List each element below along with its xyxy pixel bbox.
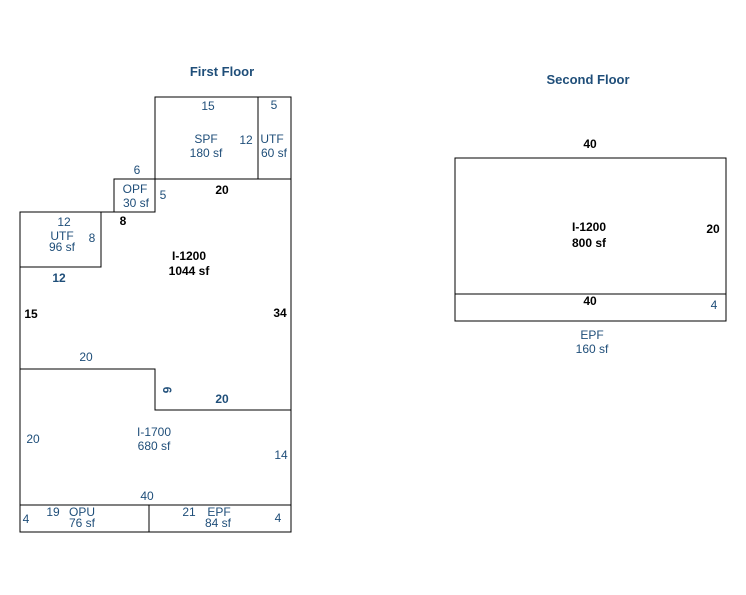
utf-left-top-dim: 12 [57, 215, 71, 229]
opf-right-dim: 5 [160, 188, 167, 202]
lower-left-dim: 20 [26, 432, 40, 446]
second-floor-title: Second Floor [546, 72, 629, 87]
opu-left-dim: 4 [23, 512, 30, 526]
opf-top-dim: 6 [134, 163, 141, 177]
utf-right-left-dim: 12 [239, 133, 253, 147]
second-epf-top-dim: 40 [583, 294, 597, 308]
spf-code: SPF [194, 132, 217, 146]
utf-right-area: 60 sf [261, 146, 288, 160]
utf-left-bottom-dim: 12 [52, 271, 66, 285]
opu-code: OPU [69, 505, 95, 519]
main-notch-horizontal-dim: 20 [215, 392, 229, 406]
second-epf-area: 160 sf [576, 342, 609, 356]
main-notch-vertical-dim: 6 [160, 387, 174, 394]
spf-top-dim: 15 [201, 99, 215, 113]
second-epf-code: EPF [580, 328, 603, 342]
utf-right-top-dim: 5 [271, 98, 278, 112]
lower-bottom-dim: 40 [140, 489, 154, 503]
main-left-dim: 15 [24, 307, 38, 321]
main-right-dim: 34 [273, 306, 287, 320]
epf-room [148, 504, 292, 533]
main-code: I-1200 [172, 249, 206, 263]
opu-area: 76 sf [69, 516, 96, 530]
opf-area: 30 sf [123, 196, 150, 210]
utf-left-code: UTF [50, 229, 73, 243]
opf-code: OPF [123, 182, 148, 196]
second-main-top-dim: 40 [583, 137, 597, 151]
lower-area: 680 sf [138, 439, 171, 453]
main-step-dim: 8 [120, 214, 127, 228]
utf-left-area: 96 sf [49, 240, 76, 254]
lower-code: I-1700 [137, 425, 171, 439]
second-main-right-dim: 20 [706, 222, 720, 236]
epf-area: 84 sf [205, 516, 232, 530]
second-floor-epf-room [454, 293, 727, 322]
second-main-code: I-1200 [572, 220, 606, 234]
second-main-area: 800 sf [572, 236, 607, 250]
main-top-dim: 20 [215, 183, 229, 197]
opu-dim: 19 [46, 505, 60, 519]
epf-right-dim: 4 [275, 511, 282, 525]
main-bottom-left-dim: 20 [79, 350, 93, 364]
first-floor-title: First Floor [190, 64, 254, 79]
utf-right-code: UTF [260, 132, 283, 146]
main-area: 1044 sf [169, 264, 211, 278]
epf-dim: 21 [182, 505, 196, 519]
first-floor-section-divider [20, 368, 291, 411]
utf-left-right-dim: 8 [89, 231, 96, 245]
spf-area: 180 sf [190, 146, 223, 160]
epf-code: EPF [207, 505, 230, 519]
lower-right-dim: 14 [274, 448, 288, 462]
second-epf-right-dim: 4 [711, 298, 718, 312]
